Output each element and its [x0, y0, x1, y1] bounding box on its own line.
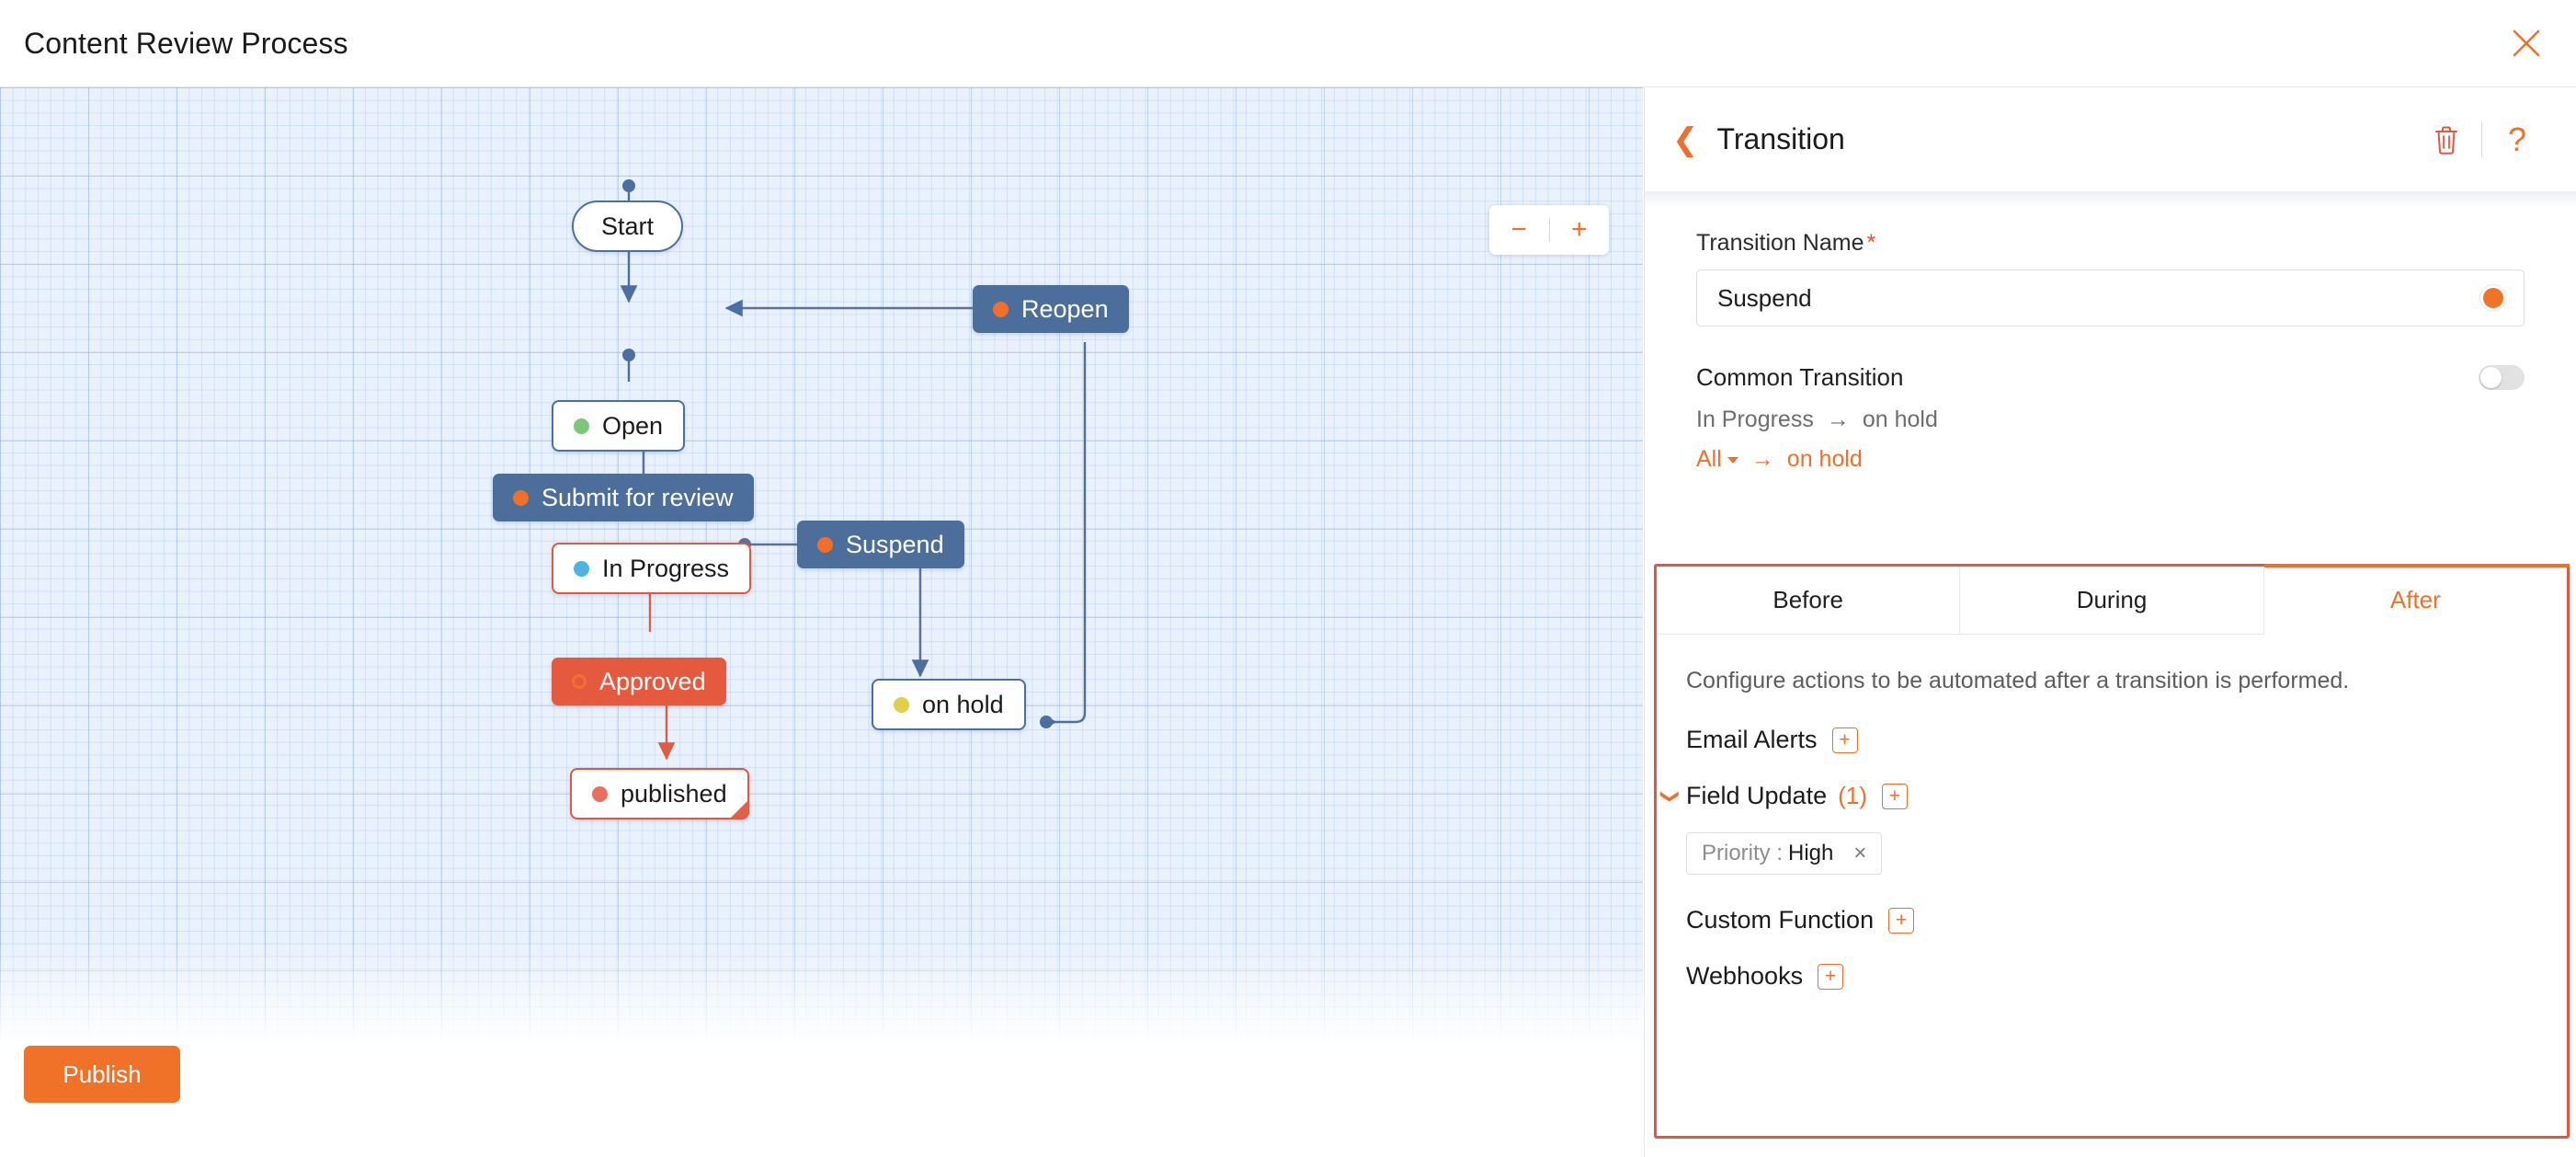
close-icon[interactable]: [2502, 19, 2550, 67]
top-bar: Content Review Process: [0, 0, 2576, 87]
panel-body: Transition Name * Suspend Common Transit…: [1645, 191, 2576, 473]
action-title: Email Alerts: [1686, 726, 1818, 753]
action-count: (1): [1838, 782, 1867, 809]
status-dot-icon: [574, 418, 589, 434]
end-state-corner-icon: [729, 800, 748, 819]
canvas-grid-background: [0, 87, 1643, 1062]
transition-name-input[interactable]: Suspend: [1696, 269, 2525, 326]
flow-all-to-state: on hold: [1786, 446, 1863, 472]
field-update-chip[interactable]: Priority : High ×: [1686, 832, 1883, 875]
action-row-email-alerts: Email Alerts +: [1686, 726, 2537, 754]
diagram-edges: [620, 179, 1087, 761]
transition-actions-card: Before During After Configure actions to…: [1654, 564, 2570, 1139]
flow-to-state: on hold: [1862, 407, 1938, 432]
status-dot-icon: [592, 785, 608, 802]
action-title: Webhooks: [1686, 962, 1804, 990]
status-dot-icon: [513, 489, 529, 506]
action-title: Custom Function: [1686, 906, 1875, 934]
node-label: In Progress: [602, 554, 730, 582]
diagram-node-published[interactable]: published: [570, 768, 749, 819]
common-transition-row: Common Transition: [1696, 363, 2525, 392]
transition-color-swatch[interactable]: [2483, 288, 2503, 308]
transition-name-value: Suspend: [1717, 283, 1812, 312]
transition-flow-current: In Progress → on hold: [1696, 407, 2525, 433]
action-row-webhooks: Webhooks +: [1686, 962, 2537, 991]
zoom-controls: − +: [1489, 205, 1609, 255]
zoom-in-button[interactable]: +: [1570, 214, 1588, 245]
close-icon[interactable]: ×: [1853, 841, 1867, 865]
action-row-custom-function: Custom Function +: [1686, 906, 2537, 934]
add-email-alert-button[interactable]: +: [1831, 727, 1858, 753]
tab-before[interactable]: Before: [1657, 567, 1961, 634]
node-label: Open: [602, 411, 664, 440]
trash-icon[interactable]: [2419, 114, 2474, 166]
node-label: Approved: [599, 667, 706, 695]
chevron-down-icon[interactable]: ❯: [1659, 788, 1681, 804]
status-dot-icon: [574, 560, 589, 577]
diagram-node-suspend[interactable]: Suspend: [797, 521, 964, 568]
diagram-node-in-progress[interactable]: In Progress: [552, 543, 752, 594]
node-label: Reopen: [1021, 294, 1109, 323]
action-title: Field Update: [1686, 782, 1828, 809]
page-title: Content Review Process: [24, 26, 348, 60]
node-label: Suspend: [846, 530, 944, 558]
tab-after[interactable]: After: [2263, 564, 2570, 635]
status-dot-icon: [817, 536, 833, 553]
node-label: on hold: [922, 690, 1004, 718]
tab-description: Configure actions to be automated after …: [1686, 668, 2350, 693]
action-row-field-update: ❯ Field Update (1) +: [1659, 782, 2537, 810]
back-chevron-icon[interactable]: ❮: [1672, 121, 1699, 157]
node-label: published: [621, 779, 727, 808]
chip-key: Priority :: [1702, 841, 1784, 865]
transition-flow-common: All → on hold: [1696, 446, 2525, 473]
status-dot-icon: [993, 301, 1009, 317]
diagram-node-approved[interactable]: Approved: [552, 658, 726, 705]
add-webhook-button[interactable]: +: [1818, 963, 1844, 990]
node-label: Submit for review: [541, 483, 734, 511]
required-marker: *: [1866, 230, 1876, 256]
panel-title: Transition: [1716, 122, 1845, 155]
panel-header-actions: ?: [2419, 114, 2545, 166]
help-label: ?: [2507, 120, 2527, 158]
diagram-node-submit-for-review[interactable]: Submit for review: [493, 474, 754, 521]
panel-header: ❮ Transition ?: [1645, 87, 2576, 208]
chip-value: High: [1788, 841, 1834, 865]
common-transition-label: Common Transition: [1696, 363, 1904, 391]
diagram-node-on-hold[interactable]: on hold: [872, 679, 1026, 730]
flow-arrow-icon: →: [1750, 446, 1774, 472]
zoom-out-button[interactable]: −: [1510, 214, 1528, 245]
status-dot-icon: [894, 696, 909, 713]
flow-arrow-icon: →: [1826, 407, 1850, 432]
workflow-diagram: Start Open Submit for review In Progress…: [0, 87, 1643, 1062]
status-ring-icon: [572, 674, 587, 689]
transition-detail-panel: ❮ Transition ? Transitio: [1644, 87, 2576, 1157]
toggle-knob: [2480, 367, 2502, 388]
divider: [2481, 121, 2482, 157]
chevron-down-icon: [1727, 456, 1738, 464]
divider: [1548, 218, 1550, 242]
transition-name-label-text: Transition Name: [1696, 230, 1864, 256]
node-label: Start: [601, 212, 655, 240]
diagram-node-reopen[interactable]: Reopen: [973, 285, 1129, 333]
transition-name-label: Transition Name *: [1696, 230, 2525, 257]
diagram-canvas[interactable]: Start Open Submit for review In Progress…: [0, 87, 1643, 1157]
help-icon[interactable]: ?: [2490, 114, 2545, 166]
diagram-node-open[interactable]: Open: [552, 400, 686, 452]
diagram-node-start[interactable]: Start: [572, 200, 684, 252]
tab-panel-after: Configure actions to be automated after …: [1657, 635, 2567, 991]
action-timing-tabs: Before During After: [1657, 564, 2570, 635]
tab-during[interactable]: During: [1960, 567, 2264, 634]
publish-button[interactable]: Publish: [24, 1046, 180, 1103]
add-custom-function-button[interactable]: +: [1888, 907, 1915, 934]
flow-from-state: In Progress: [1696, 407, 1814, 432]
add-field-update-button[interactable]: +: [1881, 783, 1908, 809]
common-transition-toggle[interactable]: [2479, 365, 2525, 390]
flow-all-dropdown[interactable]: All: [1696, 446, 1738, 473]
